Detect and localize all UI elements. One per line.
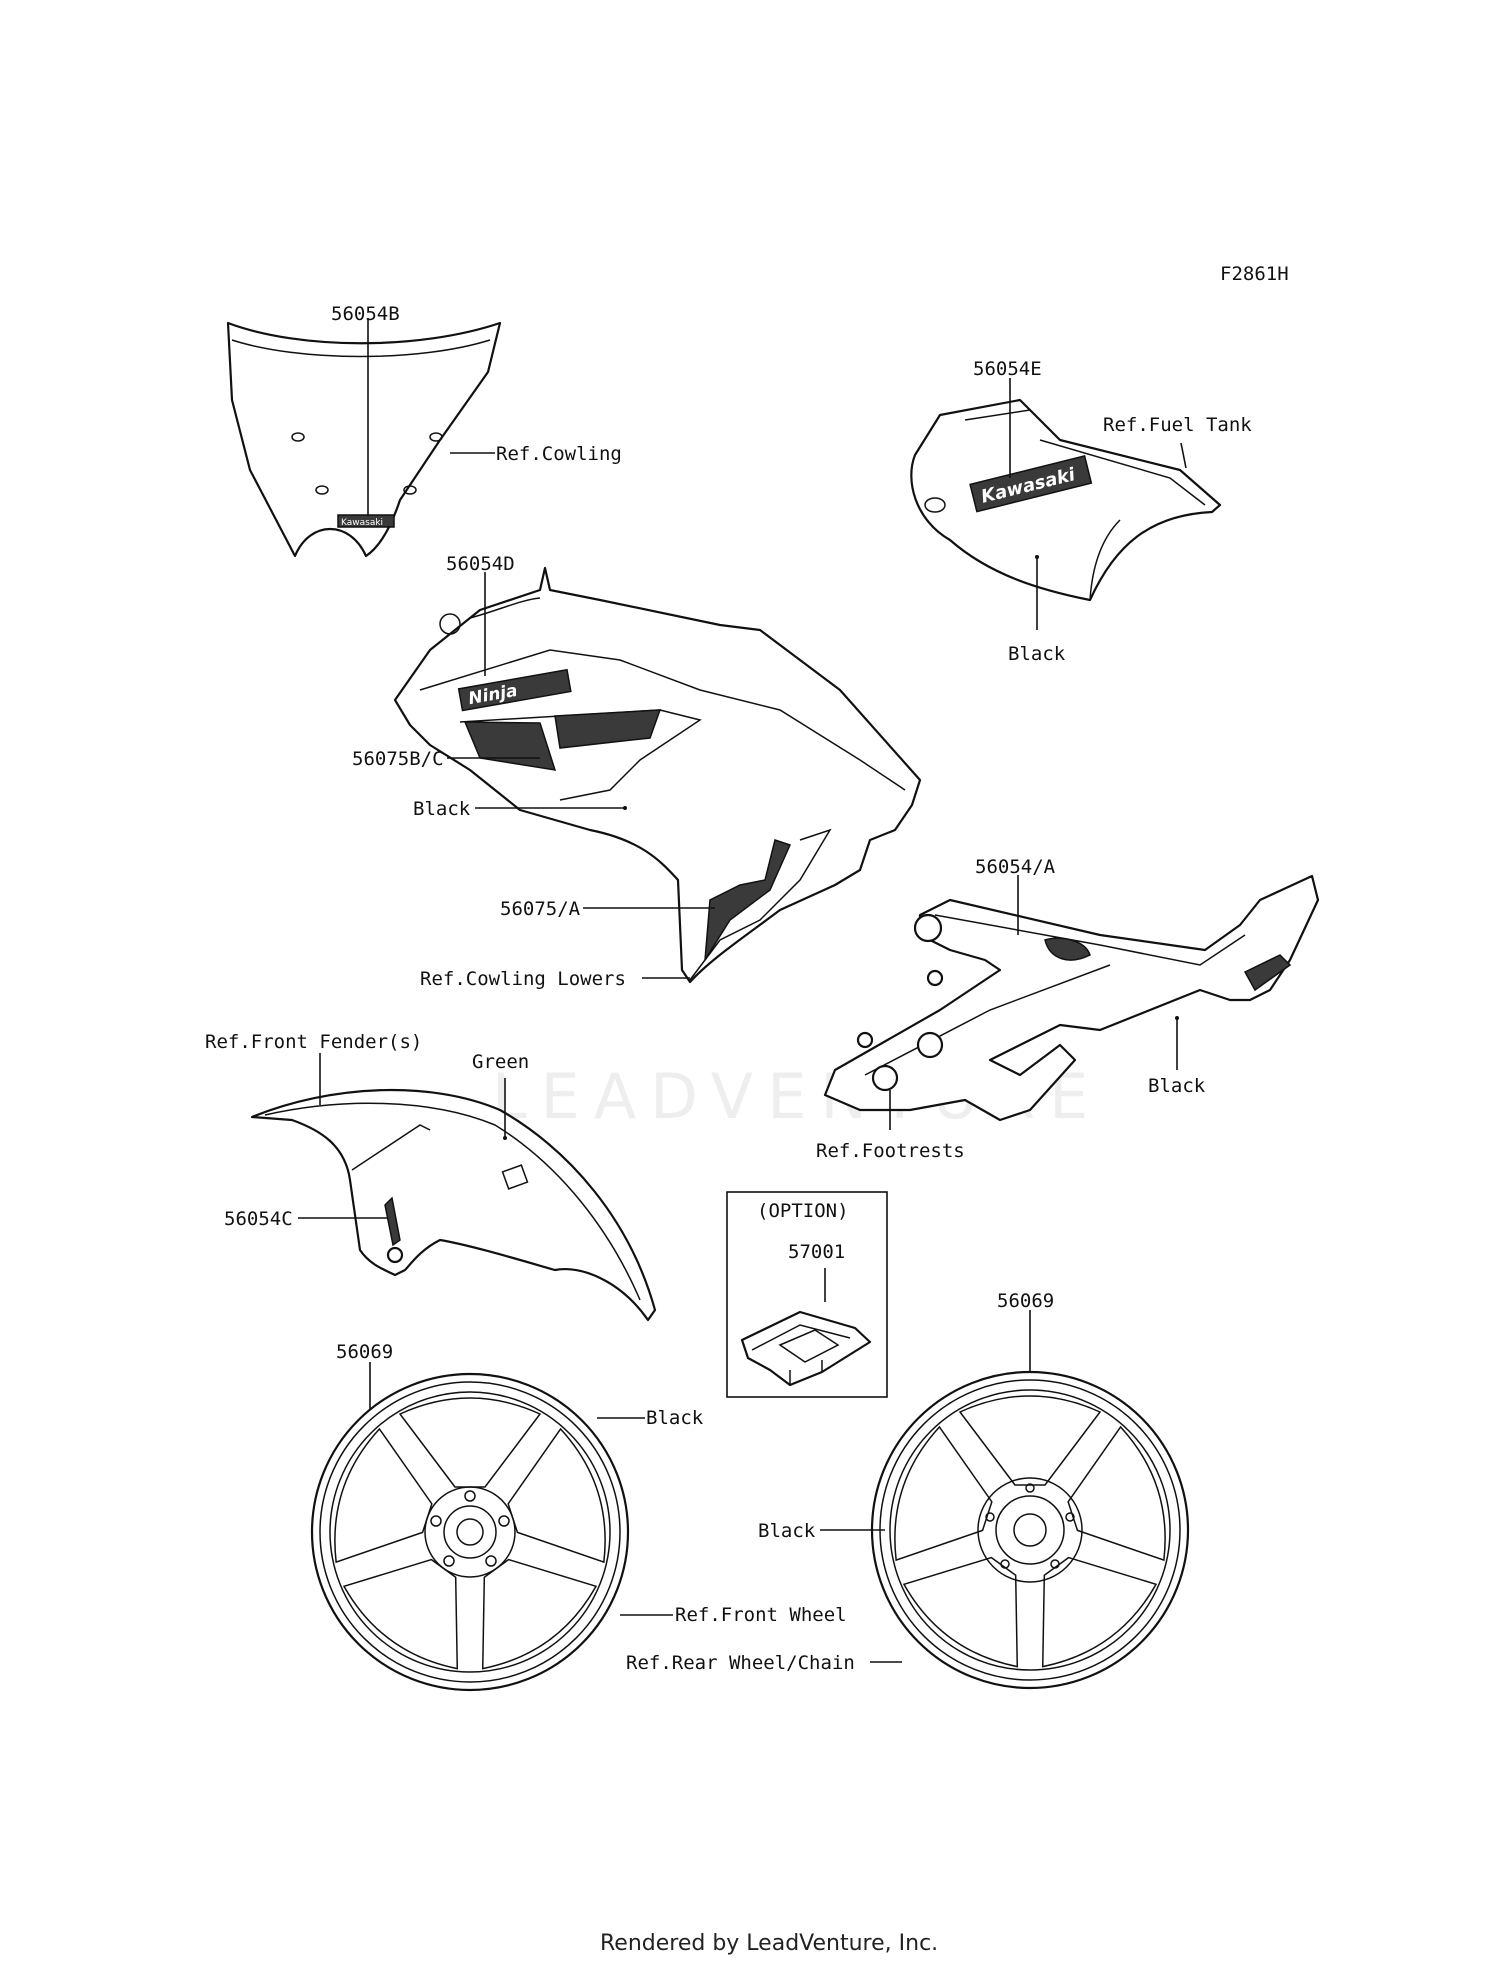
label-front-wheel-black: Black — [646, 1407, 704, 1429]
label-56075a: 56075/A — [500, 898, 581, 920]
label-ref-cowling: Ref.Cowling — [496, 443, 622, 465]
front-wheel-part[interactable] — [310, 1372, 630, 1692]
label-56075bc: 56075B/C — [352, 748, 444, 770]
kawasaki-decal — [337, 514, 395, 528]
front-wheel-spokes — [334, 1397, 606, 1670]
label-ref-footrests: Ref.Footrests — [816, 1140, 965, 1162]
side-cowling-part[interactable]: Ninja — [393, 566, 922, 984]
label-56054b: 56054B — [331, 303, 400, 325]
label-ref-front-wheel: Ref.Front Wheel — [675, 1604, 847, 1626]
label-rear-56069: 56069 — [997, 1290, 1054, 1312]
label-fender-green: Green — [472, 1051, 529, 1073]
rear-wheel-spokes — [894, 1395, 1166, 1668]
label-56054c: 56054C — [224, 1208, 293, 1230]
label-56054e: 56054E — [973, 358, 1042, 380]
label-ref-fuel-tank: Ref.Fuel Tank — [1103, 414, 1252, 436]
label-cowling-black: Black — [413, 798, 471, 820]
fuel-tank-part[interactable]: Kawasaki — [910, 398, 1222, 602]
label-ref-front-fender: Ref.Front Fender(s) — [205, 1031, 422, 1053]
label-ref-rear-wheel: Ref.Rear Wheel/Chain — [626, 1652, 855, 1674]
option-title: (OPTION) — [757, 1200, 849, 1222]
rear-wheel-part[interactable] — [870, 1370, 1190, 1690]
diagram-id: F2861H — [1220, 263, 1289, 285]
label-56054a: 56054/A — [975, 856, 1056, 878]
label-front-56069: 56069 — [336, 1341, 393, 1363]
label-rear-wheel-black: Black — [758, 1520, 816, 1542]
windshield-part[interactable]: Kawasaki — [226, 321, 502, 558]
label-footrest-black: Black — [1148, 1075, 1206, 1097]
label-tank-black: Black — [1008, 643, 1066, 665]
footrest-bracket-part[interactable] — [823, 874, 1320, 1122]
label-57001: 57001 — [788, 1241, 845, 1263]
windshield-decal-text: Kawasaki — [341, 518, 383, 528]
label-56054d: 56054D — [446, 553, 515, 575]
front-fender-part[interactable] — [250, 1088, 657, 1322]
ninja-decal: Ninja — [457, 668, 572, 712]
option-box: (OPTION) 57001 — [726, 1191, 888, 1398]
footer-credit: Rendered by LeadVenture, Inc. — [600, 1931, 938, 1956]
option-part-57001[interactable] — [740, 1310, 872, 1387]
label-ref-cowling-lowers: Ref.Cowling Lowers — [420, 968, 626, 990]
